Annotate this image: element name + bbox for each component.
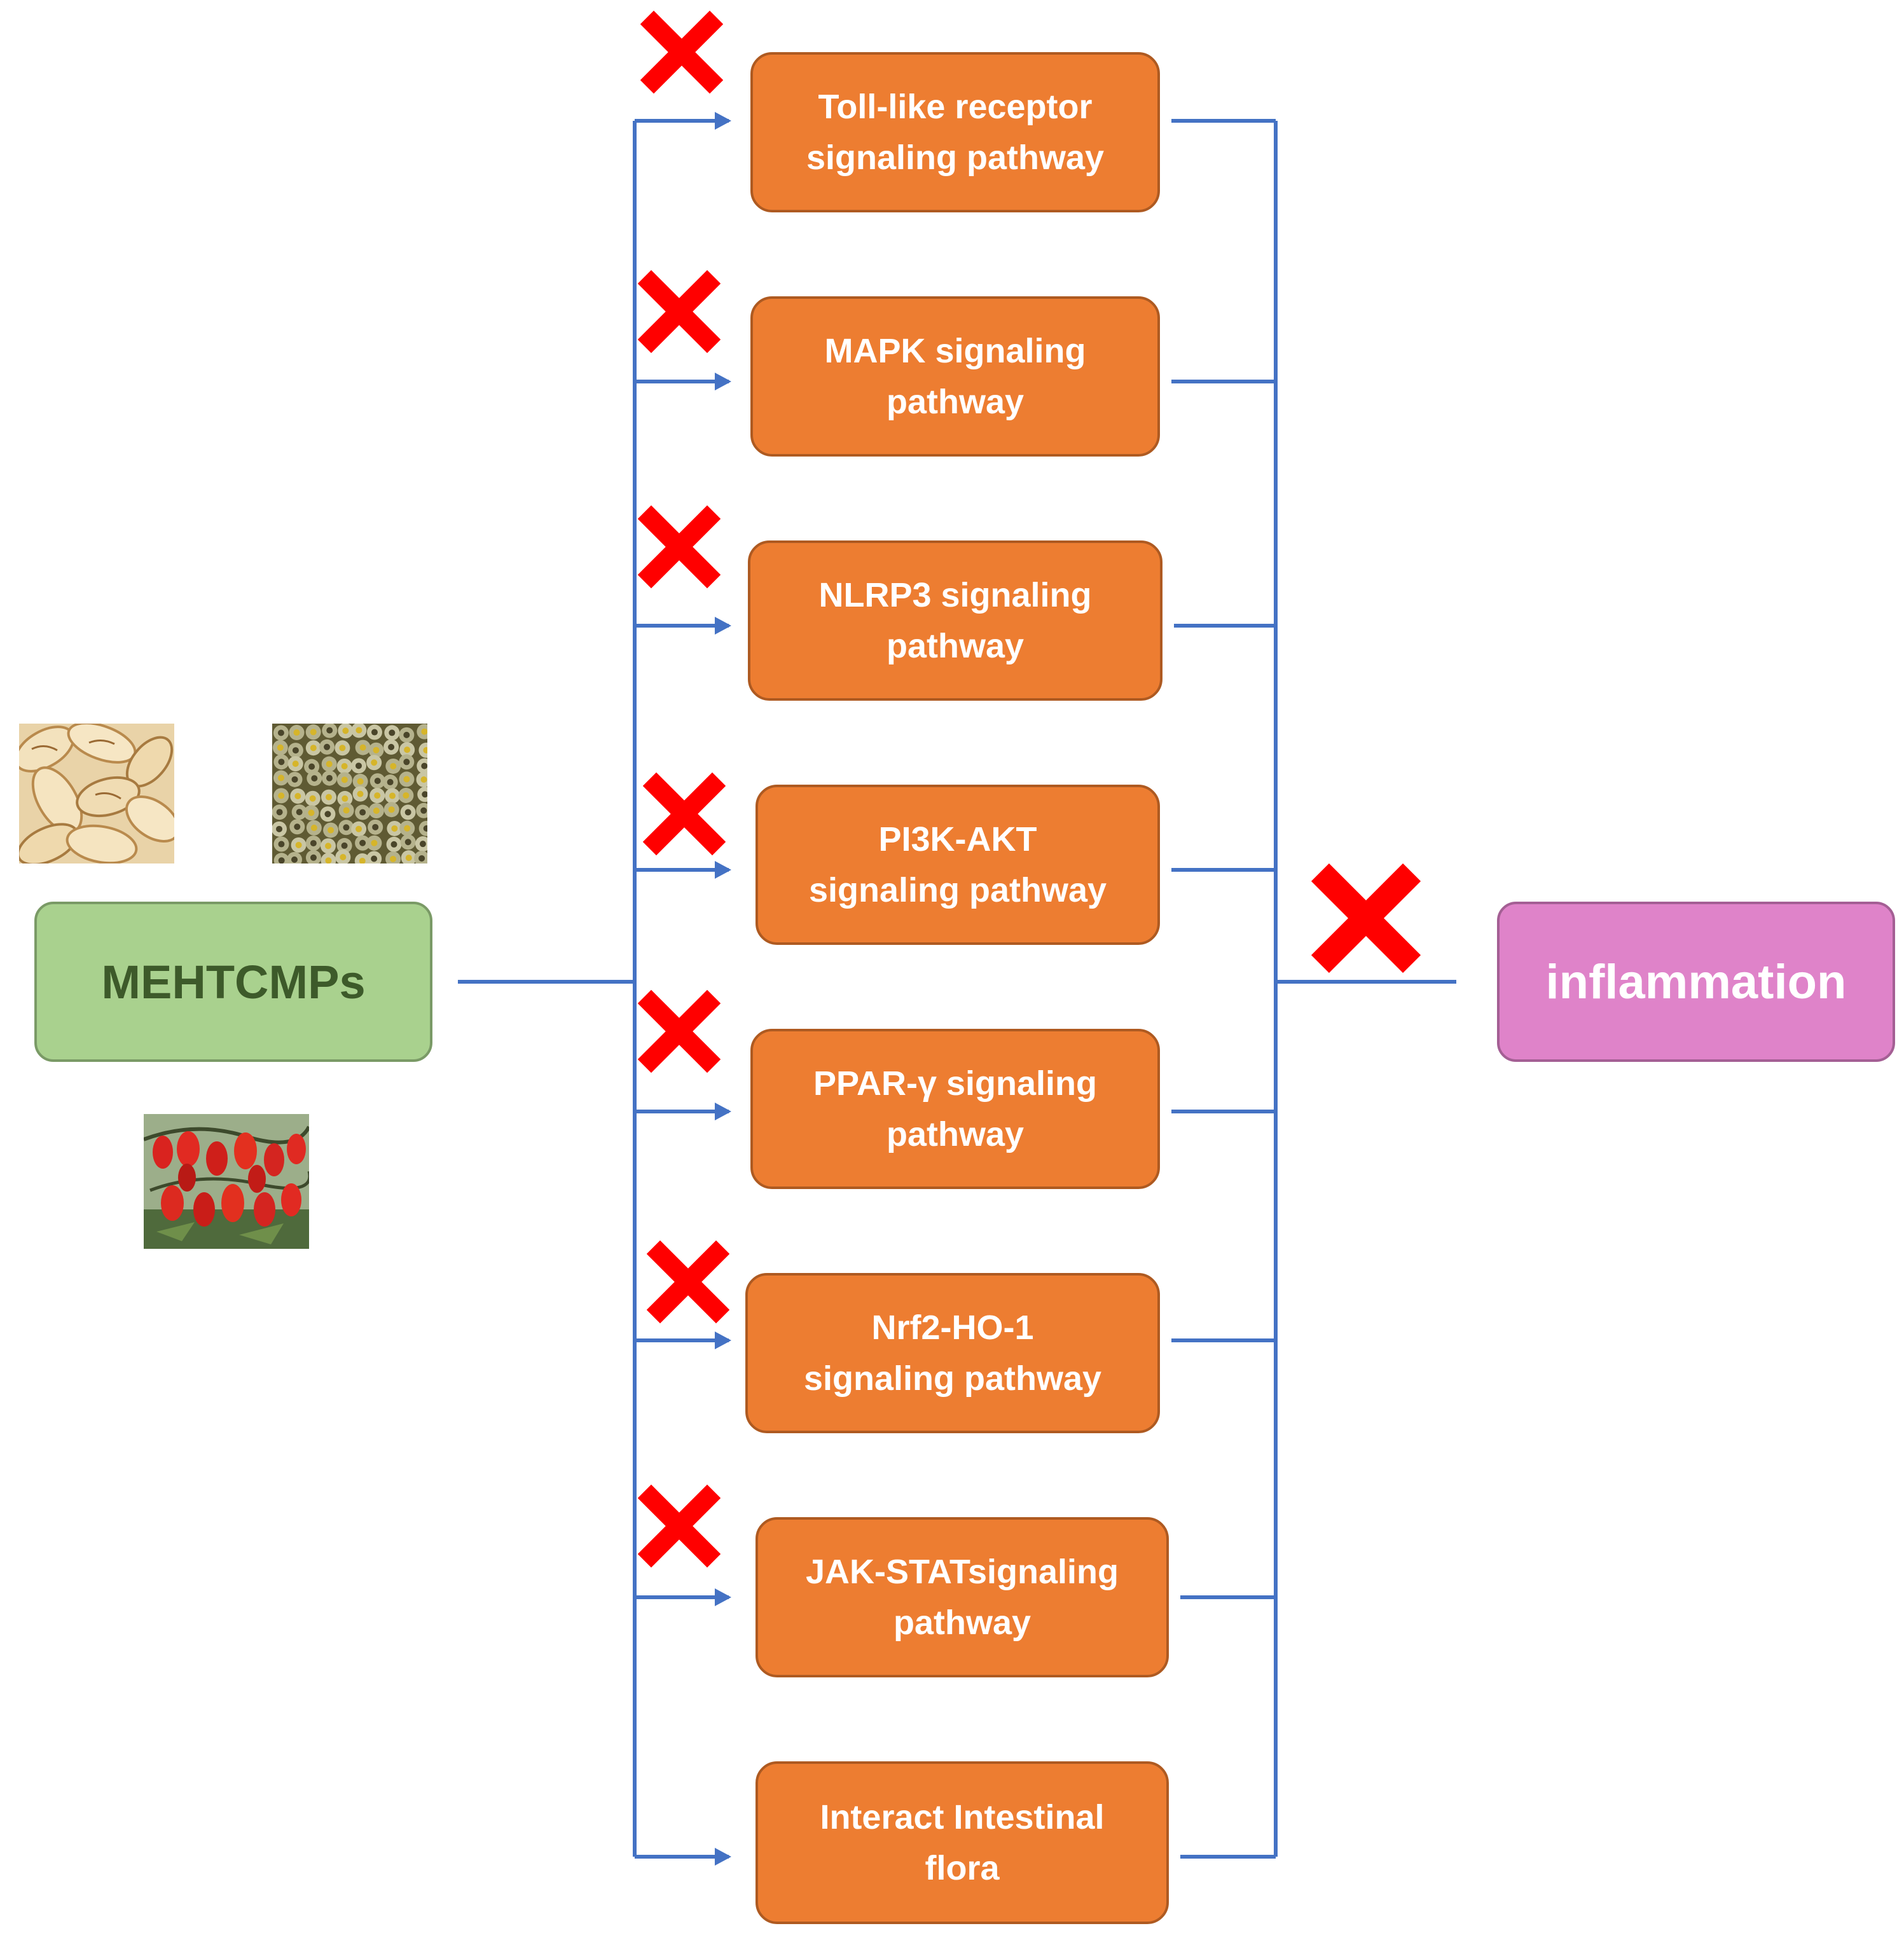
herb-slices-image [19, 724, 174, 863]
pathway-node-nrf2-ho1: Nrf2-HO-1 signaling pathway [745, 1273, 1160, 1433]
arrowhead [715, 1331, 731, 1349]
arrowhead [715, 373, 731, 390]
arrowhead [715, 1103, 731, 1120]
x-mark-icon [660, 1254, 716, 1310]
arrowhead [715, 112, 731, 130]
pathway-label-line: pathway [886, 383, 1024, 421]
goji-berries-image [144, 1114, 309, 1249]
source-node-label: MEHTCMPs [101, 955, 366, 1008]
pathway-label-line: pathway [886, 1115, 1024, 1153]
pathway-node-pi3k-akt: PI3K-AKT signaling pathway [755, 785, 1160, 945]
x-mark-icon [651, 284, 707, 340]
pathway-node-nlrp3: NLRP3 signaling pathway [748, 540, 1162, 701]
pathway-label-line: NLRP3 signaling [818, 576, 1092, 614]
pathway-node-ppar-gamma: PPAR-γ signaling pathway [750, 1029, 1160, 1189]
arrowhead [715, 861, 731, 879]
x-mark-icon [656, 786, 712, 842]
x-mark-icon [1329, 881, 1403, 955]
x-mark-icon [651, 1003, 707, 1059]
pathway-label-line: flora [925, 1849, 1000, 1887]
arrowhead [715, 1848, 731, 1866]
herb-flowers-image [272, 724, 427, 863]
pathway-label-line: pathway [893, 1604, 1031, 1642]
x-mark-icon [651, 519, 707, 575]
pathway-node-jak-stat: JAK-STATsignaling pathway [755, 1517, 1169, 1677]
arrowhead [715, 617, 731, 635]
pathway-label-line: MAPK signaling [824, 332, 1086, 370]
pathway-label-line: PI3K-AKT [878, 820, 1037, 858]
pathway-label-line: Toll-like receptor [818, 88, 1093, 126]
pathway-label-line: signaling pathway [803, 1359, 1102, 1398]
pathway-label-line: signaling pathway [808, 871, 1107, 909]
x-mark-icon [651, 1498, 707, 1554]
target-node-inflammation: inflammation [1497, 902, 1895, 1062]
pathway-node-toll-like: Toll-like receptor signaling pathway [750, 52, 1160, 212]
pathway-label-line: Nrf2-HO-1 [871, 1309, 1034, 1347]
x-mark-icon [654, 24, 710, 80]
pathway-node-intestinal-flora: Interact Intestinal flora [755, 1761, 1169, 1924]
pathway-label-line: signaling pathway [806, 139, 1105, 177]
pathway-label-line: PPAR-γ signaling [813, 1064, 1098, 1103]
pathway-label-line: JAK-STATsignaling [806, 1553, 1119, 1591]
pathway-label-line: Interact Intestinal [820, 1798, 1105, 1836]
pathway-label-line: pathway [886, 627, 1024, 665]
pathway-node-mapk: MAPK signaling pathway [750, 296, 1160, 457]
arrowhead [715, 1588, 731, 1606]
source-node-mehtcmps: MEHTCMPs [34, 902, 432, 1062]
target-node-label: inflammation [1545, 954, 1847, 1009]
